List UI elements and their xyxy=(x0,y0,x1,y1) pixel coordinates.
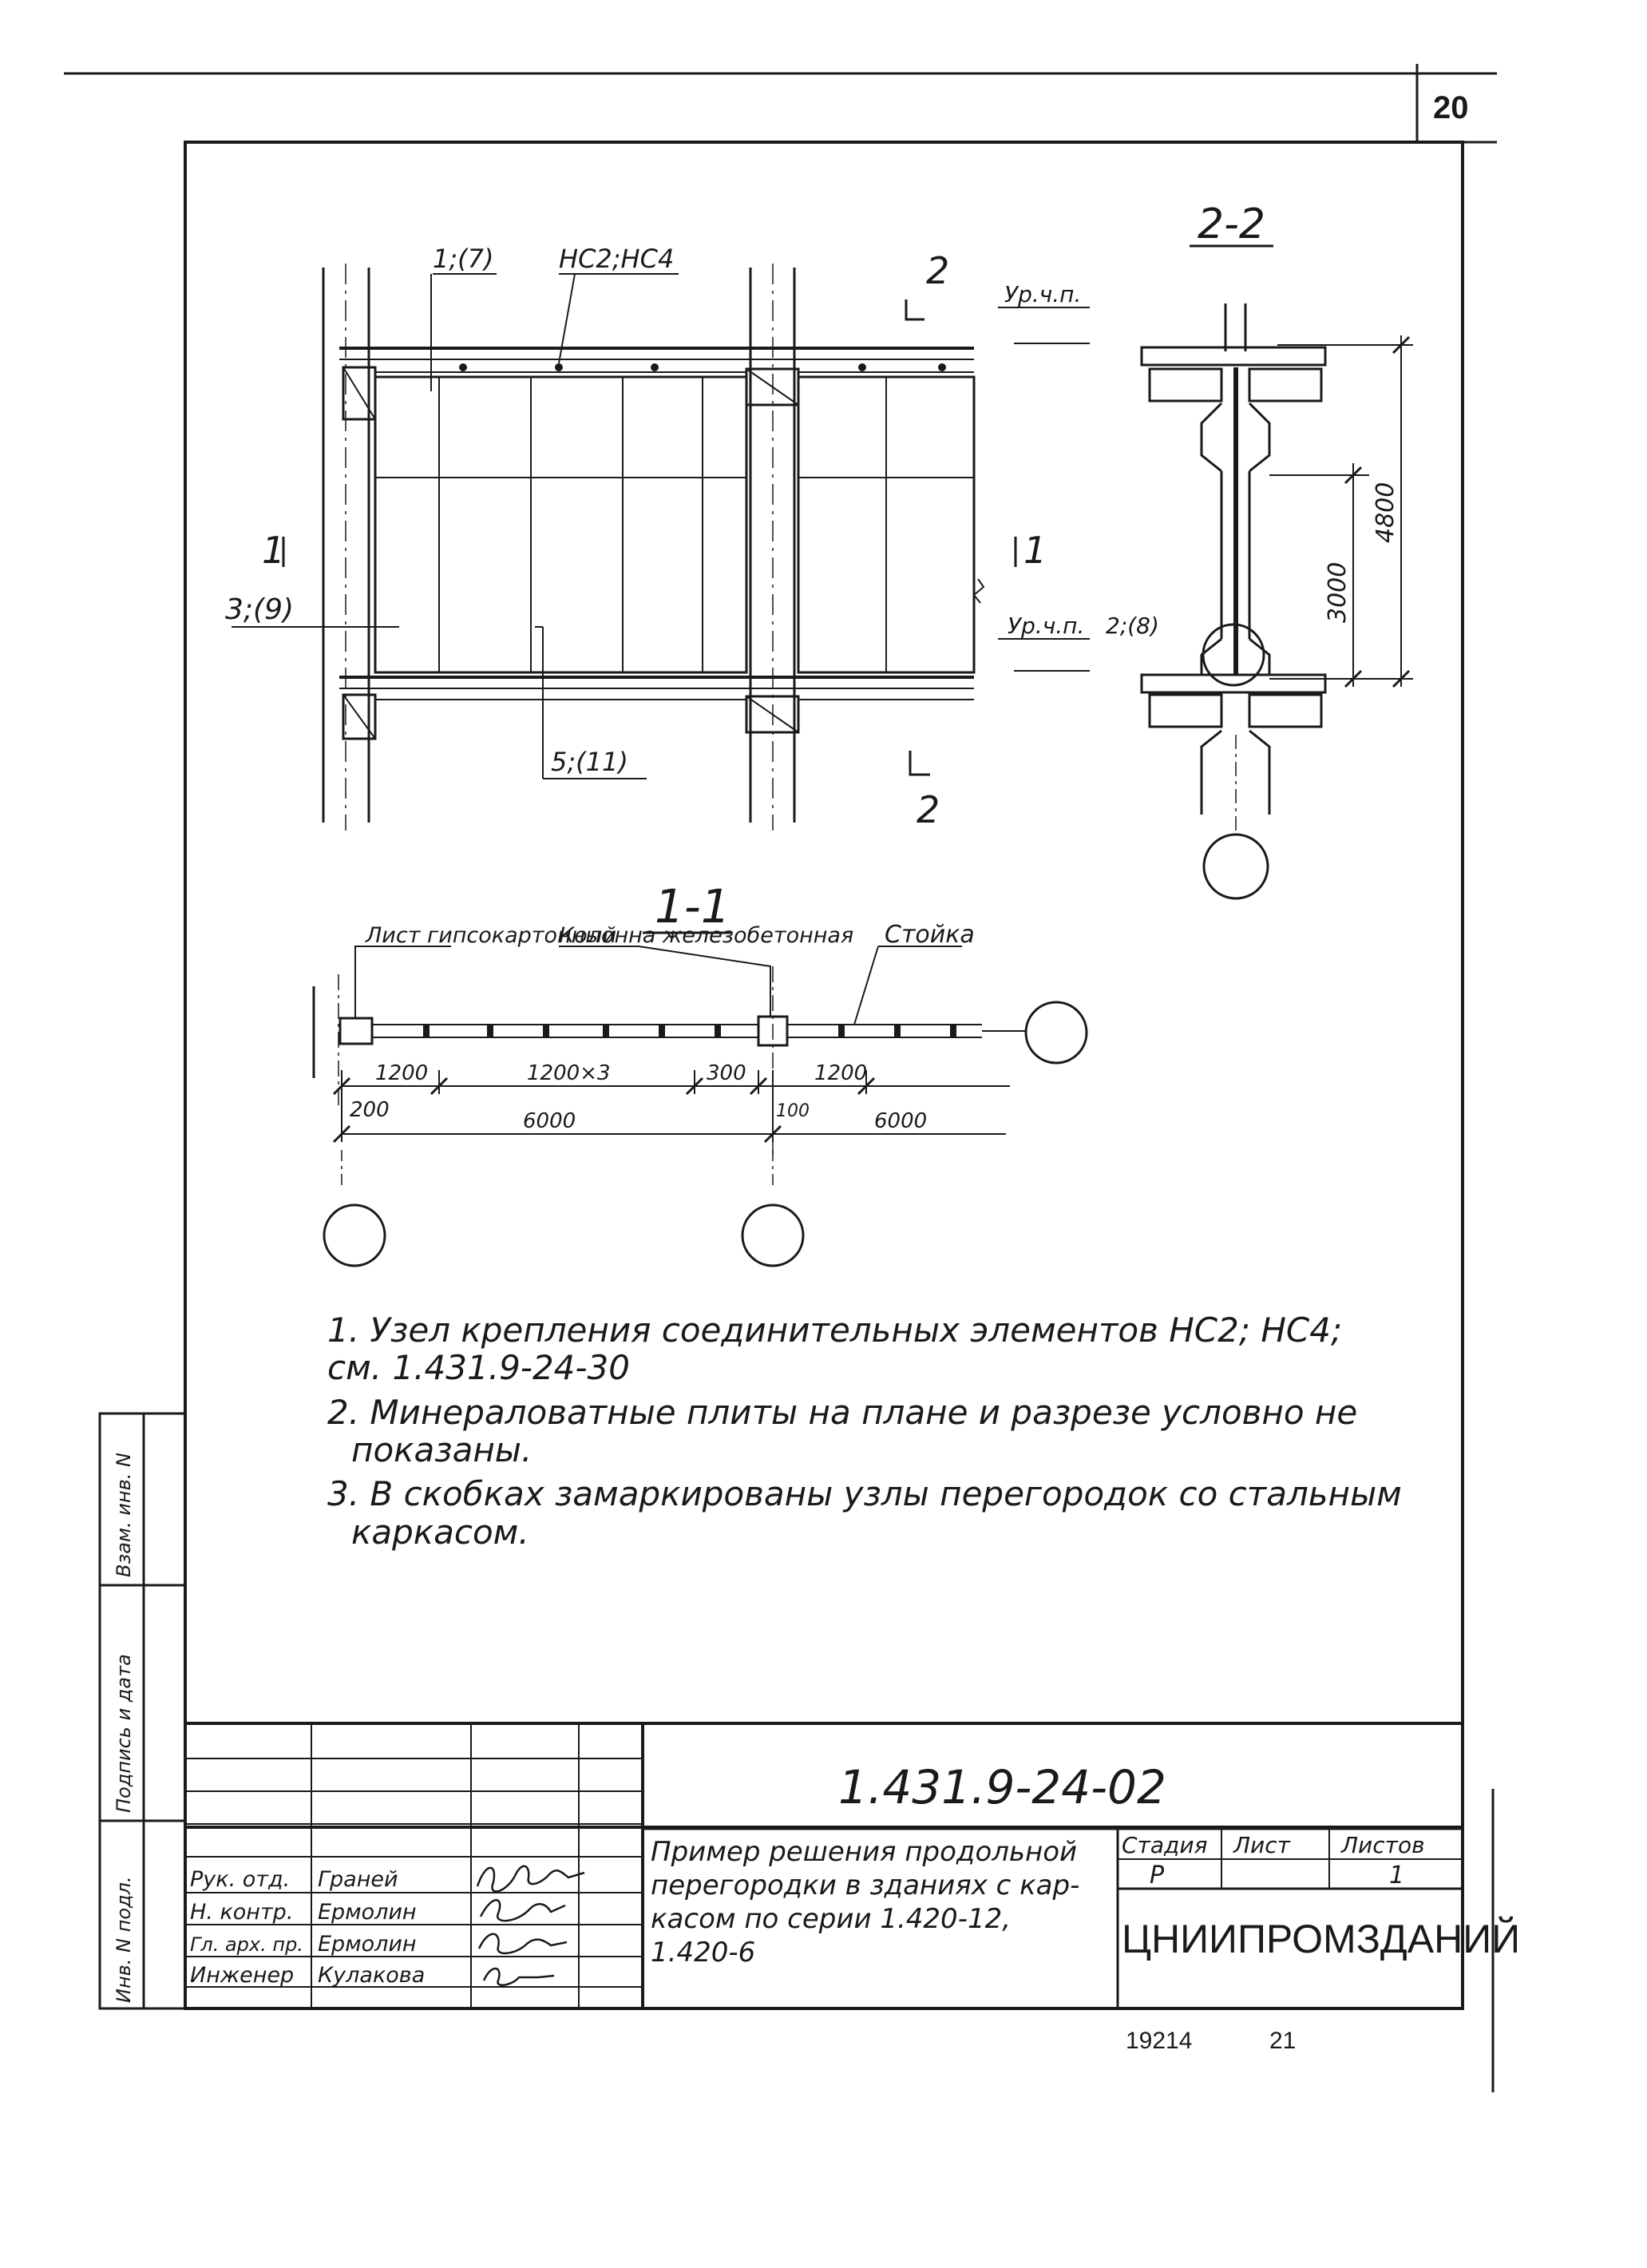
label-ref-5-11: 5;(11) xyxy=(551,747,628,777)
organization: ЦНИИПРОМЗДАНИЙ xyxy=(1122,1916,1520,1961)
section-1-1-title: 1-1 xyxy=(655,879,730,934)
footer-page: 21 xyxy=(1269,2028,1296,2054)
side-stamp xyxy=(98,1412,187,2010)
callout-sheet-gypsum: Лист гипсокартонный xyxy=(365,923,616,948)
title-line: перегородки в зданиях с кар- xyxy=(651,1870,1079,1901)
dim-200: 200 xyxy=(350,1098,390,1122)
note-line: 3. В скобках замаркированы узлы перегоро… xyxy=(327,1474,1402,1513)
side-stamp-inventory: Инв. N подл. xyxy=(113,1876,135,2003)
plan-partition-panels xyxy=(374,375,976,674)
title-line: 1.420-6 xyxy=(651,1937,755,1969)
cut-mark-1-right: 1 xyxy=(1023,529,1047,572)
dim-6000-b: 6000 xyxy=(874,1109,927,1133)
plan-joints xyxy=(342,366,800,740)
plan-connectors xyxy=(459,363,946,371)
dim-1200-b: 1200 xyxy=(814,1061,867,1085)
section-1-1-studs xyxy=(423,1025,956,1037)
dim-4800: 4800 xyxy=(1372,482,1400,543)
note-line: см. 1.431.9-24-30 xyxy=(327,1348,630,1387)
note-line: каркасом. xyxy=(351,1513,529,1552)
signature xyxy=(482,1967,555,1987)
label-ref-3-9: 3;(9) xyxy=(225,593,294,626)
title-line: касом по серии 1.420-12, xyxy=(651,1903,1011,1935)
note-line: 1. Узел крепления соединительных элемент… xyxy=(327,1310,1342,1350)
plan-view xyxy=(232,264,1090,831)
label-level-top: Ур.ч.п. xyxy=(1004,281,1081,307)
plan-slab-bottom xyxy=(339,676,974,700)
dim-6000-a: 6000 xyxy=(523,1109,576,1133)
signature xyxy=(477,1933,568,1954)
document-code: 1.431.9-24-02 xyxy=(838,1760,1166,1814)
title-block xyxy=(184,1722,1464,2010)
signature xyxy=(479,1899,566,1922)
person-name: Ермолин xyxy=(318,1900,417,1925)
title-line: Пример решения продольной xyxy=(651,1836,1077,1868)
people-rows: Рук. отд. Граней Н. контр. Ермолин Гл. а… xyxy=(190,1865,585,1988)
label-ref-2-8: 2;(8) xyxy=(1106,613,1159,639)
callout-stud: Стойка xyxy=(885,921,975,949)
plan-slab-top xyxy=(339,347,974,373)
sheet-number: 20 xyxy=(1433,90,1469,125)
cut-mark-2-bottom: 2 xyxy=(917,788,940,831)
cut-mark-1-left: 1 xyxy=(262,529,285,572)
dim-100: 100 xyxy=(776,1101,810,1121)
person-name: Кулакова xyxy=(318,1963,425,1988)
section-1-1 xyxy=(312,931,1088,1267)
footer-archive-number: 19214 xyxy=(1126,2028,1192,2054)
label-ref-1-7: 1;(7) xyxy=(433,244,493,274)
person-role: Н. контр. xyxy=(190,1900,293,1925)
person-role: Инженер xyxy=(190,1963,294,1988)
cut-mark-2-top: 2 xyxy=(926,249,949,292)
section-2-2-title: 2-2 xyxy=(1198,200,1265,248)
header-sheets: Листов xyxy=(1340,1832,1425,1858)
value-sheets: 1 xyxy=(1389,1862,1404,1889)
dim-3000: 3000 xyxy=(1324,562,1352,623)
label-nc: НС2;НС4 xyxy=(559,244,674,274)
dim-300: 300 xyxy=(707,1061,746,1085)
signature xyxy=(476,1865,585,1893)
side-stamp-signature-date: Подпись и дата xyxy=(113,1654,135,1813)
label-level-bottom: Ур.ч.п. xyxy=(1008,613,1084,639)
callout-column-rc: Колонна железобетонная xyxy=(559,923,853,948)
section-2-2 xyxy=(1140,244,1413,900)
person-name: Ермолин xyxy=(318,1932,417,1957)
person-name: Граней xyxy=(318,1867,398,1892)
person-role: Рук. отд. xyxy=(190,1867,290,1892)
notes: 1. Узел крепления соединительных элемент… xyxy=(327,1310,1402,1552)
dim-1200x3: 1200×3 xyxy=(527,1061,611,1085)
note-line: показаны. xyxy=(351,1430,532,1469)
sheet-frame xyxy=(64,64,1497,2092)
header-stage: Стадия xyxy=(1122,1832,1207,1858)
note-line: 2. Минераловатные плиты на плане и разре… xyxy=(327,1393,1357,1432)
header-sheet: Лист xyxy=(1233,1832,1291,1858)
person-role: Гл. арх. пр. xyxy=(190,1933,303,1956)
side-stamp-replacement: Взам. инв. N xyxy=(113,1453,135,1577)
dim-1200-a: 1200 xyxy=(375,1061,428,1085)
value-stage: Р xyxy=(1150,1862,1165,1889)
